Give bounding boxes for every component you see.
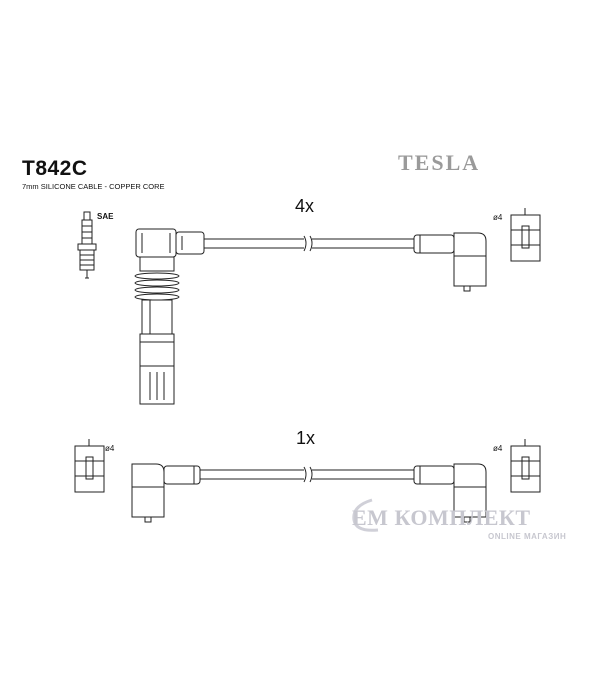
terminal-icon-top-right <box>510 208 541 262</box>
watermark-swoosh-icon <box>352 498 379 532</box>
angled-boot-bottom-left <box>131 463 201 523</box>
cable-top <box>204 235 414 252</box>
spark-plug-icon <box>77 211 97 279</box>
coil-boot-straight <box>134 228 205 405</box>
cable-description: 7mm SILICONE CABLE - COPPER CORE <box>22 182 165 191</box>
terminal-diameter-label: ø4 <box>105 444 115 453</box>
quantity-bottom-label: 1x <box>296 428 316 448</box>
terminal-icon-bottom-right <box>510 439 541 493</box>
terminal-diameter-label: ø4 <box>493 444 503 453</box>
angled-boot-top-right <box>413 232 487 292</box>
part-code: T842C <box>22 157 88 180</box>
quantity-top-label: 4x <box>295 196 315 216</box>
spark-plug-type-label: SAE <box>97 212 114 221</box>
watermark-logo: EM КОМПЛЕКТ <box>352 505 531 530</box>
cable-bottom <box>200 466 414 483</box>
terminal-diameter-label: ø4 <box>493 213 503 222</box>
angled-boot-bottom-right <box>413 463 487 523</box>
terminal-icon-bottom-left <box>74 439 105 493</box>
watermark-tagline: ONLINE МАГАЗИН <box>488 532 567 541</box>
brand-logo: TESLA <box>398 150 481 175</box>
